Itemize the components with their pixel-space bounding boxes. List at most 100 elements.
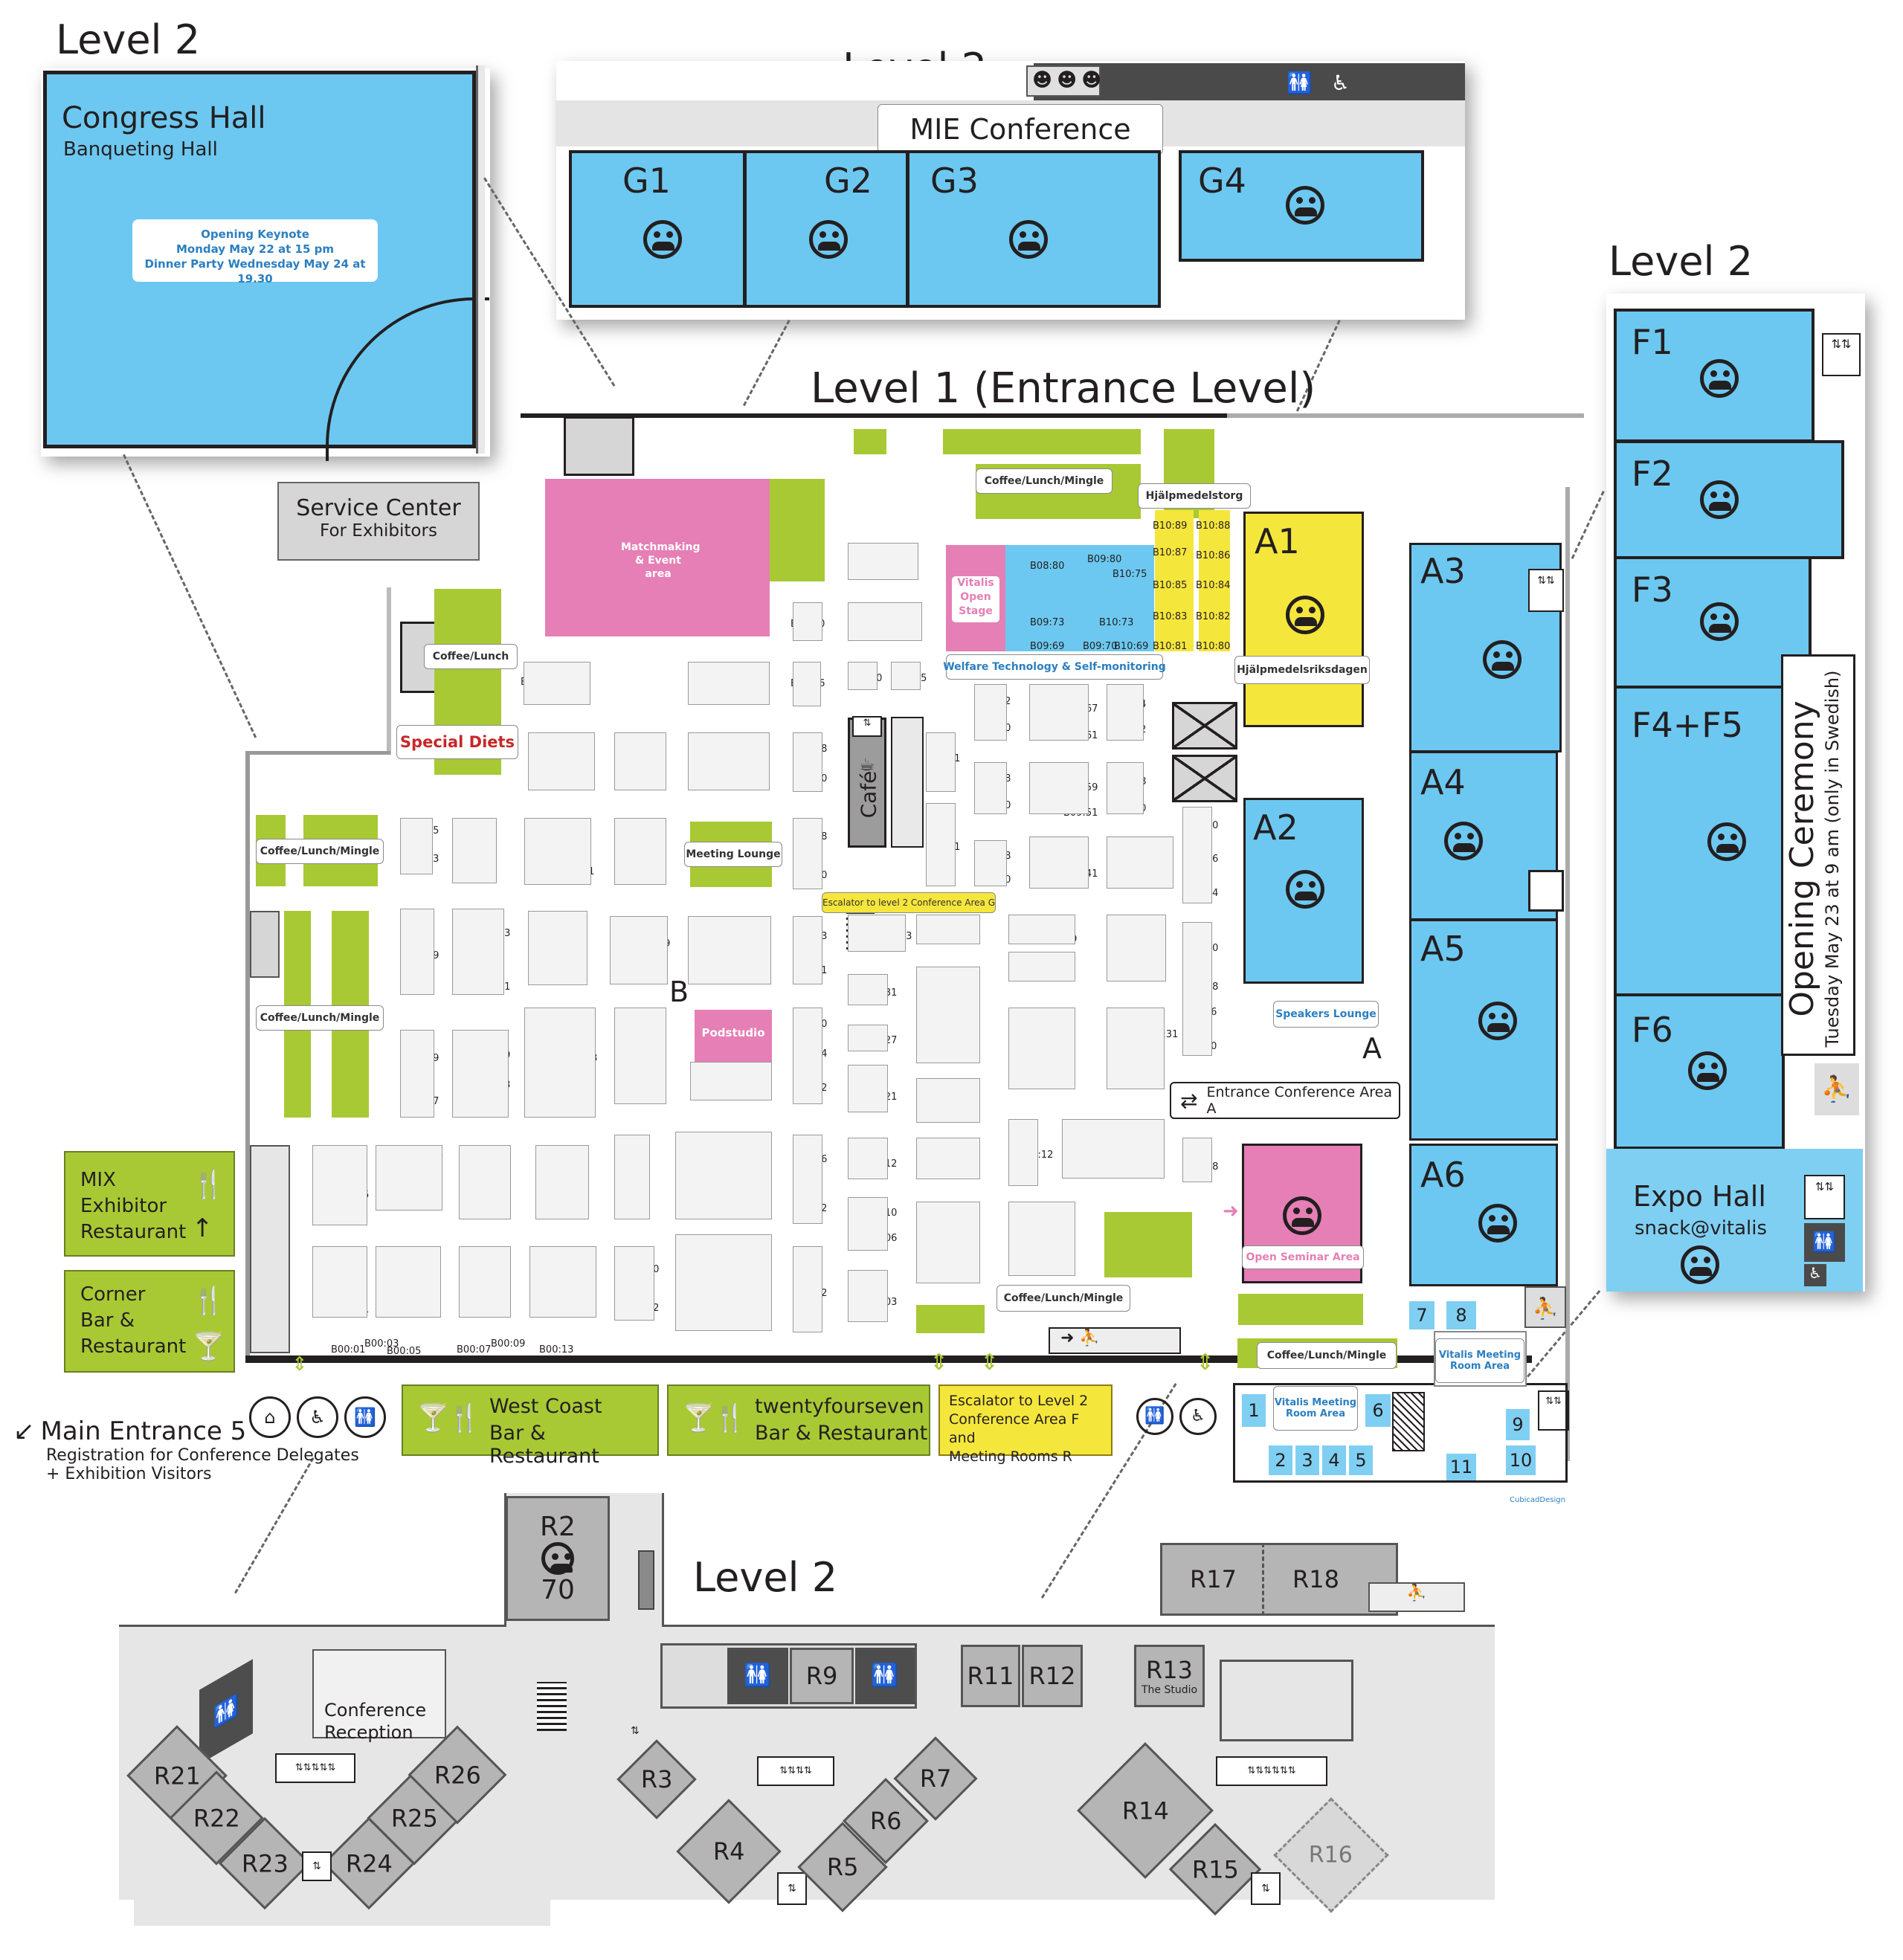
room-r5-label: R5	[826, 1853, 859, 1881]
room-r14-label: R14	[1121, 1796, 1169, 1825]
booth-outline	[614, 1246, 654, 1321]
main-right-wall	[1565, 487, 1570, 1461]
room-a5[interactable]: A5	[1409, 919, 1558, 1141]
conference-icon	[1009, 220, 1048, 259]
accessibility-icon: ♿	[1179, 1398, 1217, 1435]
meeting-room-11[interactable]: 11	[1446, 1454, 1476, 1480]
room-g4[interactable]: G4	[1179, 150, 1424, 262]
meeting-room-1[interactable]: 1	[1242, 1394, 1266, 1427]
booth-outline	[1107, 1008, 1165, 1089]
cutlery-icon: 🍴	[192, 1170, 225, 1200]
twentyfourseven-restaurant[interactable]: 🍸 🍴 twentyfourseven Bar & Restaurant	[667, 1384, 930, 1456]
matchmaking-area[interactable]: Matchmaking & Event area	[545, 479, 770, 636]
corner-line-3: Restaurant	[80, 1335, 187, 1358]
cafe[interactable]: Café ☕	[848, 718, 886, 848]
room-f4-f5[interactable]: F4+F5	[1614, 686, 1785, 996]
room-f6[interactable]: F6	[1614, 993, 1785, 1150]
meeting-room-10[interactable]: 10	[1506, 1445, 1536, 1475]
meeting-room-8[interactable]: 8	[1446, 1301, 1476, 1329]
booth-outline	[400, 1030, 434, 1118]
booth-outline	[1182, 1138, 1212, 1182]
room-r2[interactable]: R2 70	[506, 1496, 610, 1621]
booth-label[interactable]: B00:01	[331, 1344, 366, 1355]
room-f4-f5-label: F4+F5	[1632, 705, 1743, 745]
booth-outline	[848, 1197, 888, 1251]
r14-elevators: ⇅⇅⇅⇅⇅⇅	[1216, 1756, 1327, 1786]
center-elevator-1	[1172, 702, 1237, 749]
mie-conference-title: MIE Conference	[878, 104, 1163, 155]
booth-outline	[312, 1246, 367, 1318]
congress-hall[interactable]: Congress Hall Banqueting Hall Opening Ke…	[43, 71, 489, 461]
room-r7-label: R7	[919, 1764, 952, 1793]
booth-outline	[1182, 807, 1212, 903]
meeting-room-3[interactable]: 3	[1295, 1445, 1319, 1475]
r2-pillar	[638, 1550, 654, 1610]
room-a5-label: A5	[1420, 929, 1466, 969]
expo-hall[interactable]: Expo Hall snack@vitalis ⇅⇅ 🚻 ♿	[1606, 1149, 1863, 1292]
booth-outline	[1008, 952, 1075, 981]
booth-label[interactable]: B00:09	[491, 1338, 526, 1350]
room-g3[interactable]: G3	[907, 150, 1161, 308]
meeting-room-6[interactable]: 6	[1365, 1394, 1391, 1427]
meeting-room-9[interactable]: 9	[1506, 1409, 1530, 1440]
expo-hall-subtitle: snack@vitalis	[1635, 1217, 1768, 1239]
meeting-room-4[interactable]: 4	[1322, 1445, 1346, 1475]
booth-label[interactable]: B00:13	[539, 1344, 574, 1355]
podstudio-label: Podstudio	[701, 1026, 765, 1039]
booth-outline	[524, 662, 590, 705]
conference-icon	[1688, 1051, 1727, 1090]
service-center[interactable]: Service Center For Exhibitors	[277, 482, 480, 561]
room-r12[interactable]: R12	[1022, 1645, 1083, 1707]
room-r26-label: R26	[434, 1760, 481, 1789]
conference-reception[interactable]: Conference Reception	[312, 1649, 446, 1743]
room-g1[interactable]: G1	[569, 150, 746, 308]
room-f3-label: F3	[1632, 570, 1673, 610]
room-r9[interactable]: R9	[790, 1648, 854, 1704]
room-r13-subtitle: The Studio	[1141, 1684, 1198, 1696]
center-elevator-2	[1172, 755, 1237, 802]
booth-outline	[793, 1246, 822, 1332]
hjalpmedelstorg-area[interactable]	[1155, 510, 1194, 651]
entrance-conference-a[interactable]: ⇄ Entrance Conference Area A	[1170, 1082, 1400, 1119]
main-entrance[interactable]: ↙ Main Entrance 5 Registration for Confe…	[13, 1416, 359, 1483]
meeting-room-5[interactable]: 5	[1349, 1445, 1373, 1475]
meeting-room-2[interactable]: 2	[1269, 1445, 1292, 1475]
meeting-elevator-icon: ⇅⇅	[1538, 1390, 1569, 1431]
conference-icon	[1681, 1245, 1719, 1284]
mix-restaurant[interactable]: MIX Exhibitor Restaurant 🍴 ↑	[64, 1151, 235, 1257]
level-f-stairs-icon: ⛹	[1815, 1063, 1859, 1115]
welfare-area[interactable]	[1005, 545, 1154, 651]
room-a1[interactable]: A1	[1243, 512, 1364, 727]
booth-outline	[916, 915, 980, 944]
main-left-wall-upper	[387, 587, 391, 755]
vitalis-open-stage-label: Vitalis Open Stage	[952, 576, 999, 622]
room-g2[interactable]: G2	[744, 150, 909, 308]
room-a6[interactable]: A6	[1409, 1144, 1558, 1286]
room-r11[interactable]: R11	[961, 1645, 1020, 1707]
room-r3-label: R3	[640, 1765, 673, 1793]
room-f1[interactable]: F1	[1614, 309, 1815, 442]
a4-column	[1528, 870, 1564, 912]
booth-label[interactable]: B00:03	[364, 1338, 399, 1350]
booth-outline	[400, 818, 433, 874]
note-monday: Monday May 22 at 15 pm	[176, 242, 334, 256]
room-r13[interactable]: R13 The Studio	[1134, 1645, 1205, 1707]
r4-elevators: ⇅⇅⇅⇅	[757, 1756, 834, 1786]
podstudio-area[interactable]	[695, 1010, 772, 1062]
r17-r18-block	[1160, 1543, 1398, 1616]
west-coast-restaurant[interactable]: 🍸 🍴 West Coast Bar & Restaurant	[402, 1384, 659, 1468]
booth-label[interactable]: B00:07	[457, 1344, 492, 1355]
booth-outline	[524, 818, 591, 885]
booth-outline	[793, 602, 822, 641]
escalator-level2-sign[interactable]: Escalator to Level 2 Conference Area F a…	[938, 1384, 1113, 1465]
meeting-stairs	[1392, 1392, 1425, 1451]
meeting-lounge-label: Meeting Lounge	[684, 842, 782, 867]
booth-outline	[1107, 684, 1144, 741]
mix-label: MIX Exhibitor Restaurant	[80, 1167, 186, 1245]
area-a-letter: A	[1362, 1032, 1382, 1065]
opening-ceremony-box[interactable]: Opening Ceremony Tuesday May 23 at 9 am …	[1781, 654, 1855, 1056]
room-a2[interactable]: A2	[1243, 798, 1364, 984]
corner-restaurant[interactable]: Corner Bar & Restaurant 🍴 🍸	[64, 1270, 235, 1373]
meeting-room-7[interactable]: 7	[1409, 1301, 1435, 1329]
room-f2[interactable]: F2	[1614, 440, 1844, 559]
